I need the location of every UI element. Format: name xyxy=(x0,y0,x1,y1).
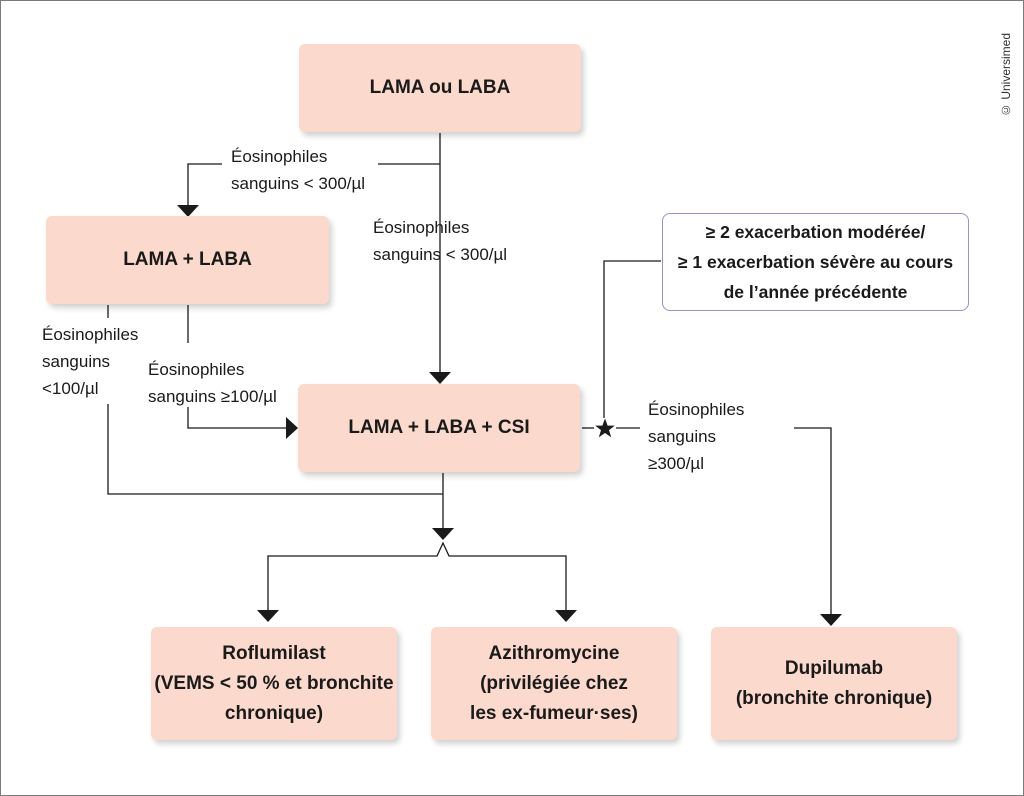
note-line-3: de l’année précédente xyxy=(723,282,908,302)
box-lama-laba-label: LAMA + LABA xyxy=(123,249,252,270)
exacerbation-note: ≥ 2 exacerbation modérée/ ≥ 1 exacerbati… xyxy=(662,213,969,311)
box-dupilumab: Dupilumab (bronchite chronique) xyxy=(711,627,957,740)
label-eos-ge300: Éosinophiles sanguins ≥300/µl xyxy=(648,396,744,477)
box-lama-ou-laba: LAMA ou LABA xyxy=(299,44,581,132)
box-lama-laba-csi-label: LAMA + LABA + CSI xyxy=(348,417,530,438)
dupilumab-line-1: Dupilumab xyxy=(784,657,884,679)
label-text: sanguins < 300/µl xyxy=(231,174,366,193)
label-text: Éosinophiles xyxy=(231,147,328,166)
label-text: Éosinophiles xyxy=(42,325,139,344)
label-eos-lt100: Éosinophiles sanguins <100/µl xyxy=(42,321,138,402)
label-eos-lt300-center: Éosinophiles sanguins < 300/µl xyxy=(373,214,507,268)
connector-split xyxy=(267,541,567,610)
arrow-to-roflumilast xyxy=(257,610,279,622)
label-text: sanguins xyxy=(648,427,717,446)
connector-to-dupilumab xyxy=(794,427,832,614)
arrow-to-lama-laba xyxy=(177,205,199,217)
roflumilast-line-2: (VEMS < 50 % et bronchite xyxy=(154,672,394,694)
arrow-to-csi-left xyxy=(286,417,298,439)
label-eos-ge100: Éosinophiles sanguins ≥100/µl xyxy=(148,356,277,410)
box-lama-laba-csi: LAMA + LABA + CSI xyxy=(298,384,580,472)
arrow-to-azithromycine xyxy=(555,610,577,622)
note-line-2: ≥ 1 exacerbation sévère au cours xyxy=(677,252,954,272)
connector-star-note xyxy=(603,260,661,418)
label-text: <100/µl xyxy=(42,379,99,398)
dupilumab-line-2: (bronchite chronique) xyxy=(735,687,933,709)
azithromycine-line-2: (privilégiée chez xyxy=(480,672,628,694)
label-text: sanguins < 300/µl xyxy=(373,245,508,264)
connector-lt100-merge xyxy=(107,404,443,495)
box-azithromycine: Azithromycine (privilégiée chez les ex-f… xyxy=(431,627,677,740)
label-text: sanguins ≥100/µl xyxy=(148,387,277,406)
label-text: Éosinophiles xyxy=(148,360,245,379)
roflumilast-line-1: Roflumilast xyxy=(222,642,326,664)
label-text: Éosinophiles xyxy=(373,218,470,237)
box-roflumilast: Roflumilast (VEMS < 50 % et bronchite ch… xyxy=(151,627,397,740)
connector-to-csi xyxy=(187,407,286,429)
arrow-to-csi-top xyxy=(429,372,451,384)
note-line-1: ≥ 2 exacerbation modérée/ xyxy=(705,222,926,242)
box-lama-laba: LAMA + LABA xyxy=(46,216,329,304)
label-text: Éosinophiles xyxy=(648,400,745,419)
azithromycine-line-1: Azithromycine xyxy=(488,642,620,664)
arrow-to-dupilumab xyxy=(820,614,842,626)
label-text: ≥300/µl xyxy=(648,454,704,473)
box-lama-ou-laba-label: LAMA ou LABA xyxy=(369,77,511,98)
roflumilast-line-3: chronique) xyxy=(224,702,324,724)
connector-to-lama-laba xyxy=(187,163,222,205)
azithromycine-line-3: les ex-fumeur·ses) xyxy=(470,702,638,724)
star-icon xyxy=(595,418,615,438)
arrow-merge xyxy=(432,528,454,540)
label-eos-lt300-left: Éosinophiles sanguins < 300/µl xyxy=(231,143,365,197)
copyright-notice: © Universimed xyxy=(999,32,1013,118)
label-text: sanguins xyxy=(42,352,111,371)
